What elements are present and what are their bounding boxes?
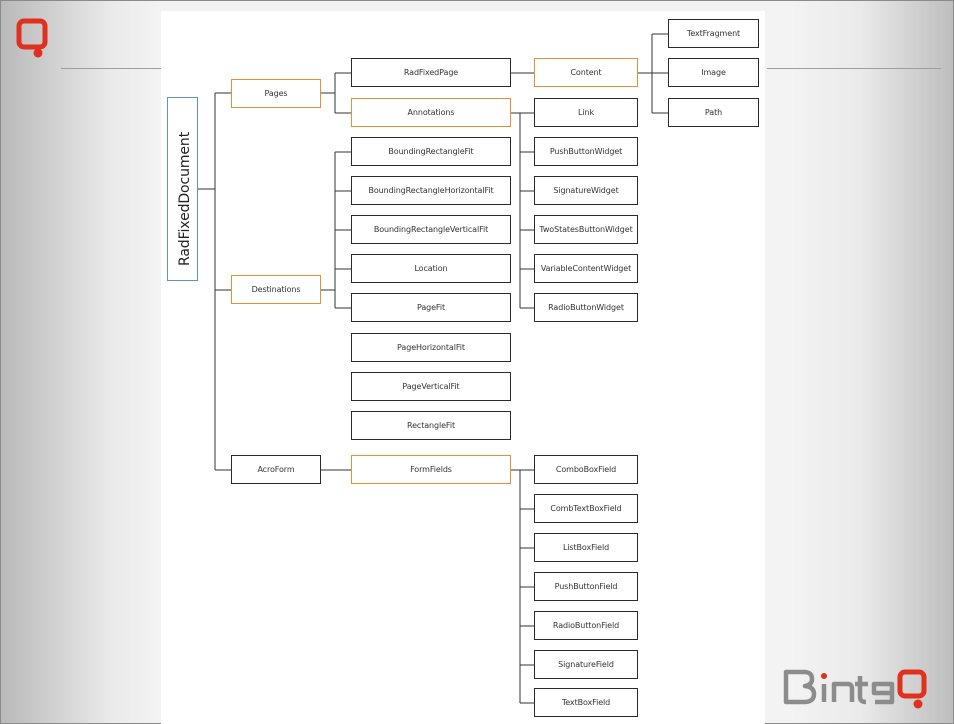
node-radiobuttonfield: RadioButtonField	[534, 611, 638, 640]
node-pushbuttonwidget: PushButtonWidget	[534, 137, 638, 166]
binteq-logo	[783, 669, 927, 709]
node-path: Path	[668, 98, 759, 127]
q-logo-icon	[16, 18, 48, 58]
node-annotations: Annotations	[351, 98, 511, 127]
node-link: Link	[534, 98, 638, 127]
node-textboxfield: TextBoxField	[534, 688, 638, 717]
node-pushbuttonfield: PushButtonField	[534, 572, 638, 601]
node-boundingrectanglehorizontalfit: BoundingRectangleHorizontalFit	[351, 176, 511, 205]
node-destinations: Destinations	[231, 275, 321, 304]
node-pagefit: PageFit	[351, 293, 511, 322]
node-location: Location	[351, 254, 511, 283]
node-boundingrectangleverticalfit: BoundingRectangleVerticalFit	[351, 215, 511, 244]
header-rule-left	[61, 68, 162, 69]
node-signaturefield: SignatureField	[534, 650, 638, 679]
node-pages: Pages	[231, 79, 321, 108]
node-signaturewidget: SignatureWidget	[534, 176, 638, 205]
node-boundingrectanglefit: BoundingRectangleFit	[351, 137, 511, 166]
node-formfields: FormFields	[351, 455, 511, 484]
node-pagehorizontalfit: PageHorizontalFit	[351, 333, 511, 362]
node-root: RadFixedDocument	[167, 97, 198, 281]
diagram-canvas: RadFixedDocument Pages Destinations Acro…	[161, 11, 765, 724]
node-textfragment: TextFragment	[668, 19, 759, 48]
node-pageverticalfit: PageVerticalFit	[351, 372, 511, 401]
node-radfixedpage: RadFixedPage	[351, 58, 511, 87]
node-combtextboxfield: CombTextBoxField	[534, 494, 638, 523]
node-radiobuttonwidget: RadioButtonWidget	[534, 293, 638, 322]
node-listboxfield: ListBoxField	[534, 533, 638, 562]
node-content: Content	[534, 58, 638, 87]
header-rule-right	[767, 68, 941, 69]
node-rectanglefit: RectangleFit	[351, 411, 511, 440]
node-acroform: AcroForm	[231, 455, 321, 484]
node-comboboxfield: ComboBoxField	[534, 455, 638, 484]
node-variablecontentwidget: VariableContentWidget	[534, 254, 638, 283]
node-twostatesbuttonwidget: TwoStatesButtonWidget	[534, 215, 638, 244]
root-label: RadFixedDocument	[177, 131, 193, 266]
node-image: Image	[668, 58, 759, 87]
